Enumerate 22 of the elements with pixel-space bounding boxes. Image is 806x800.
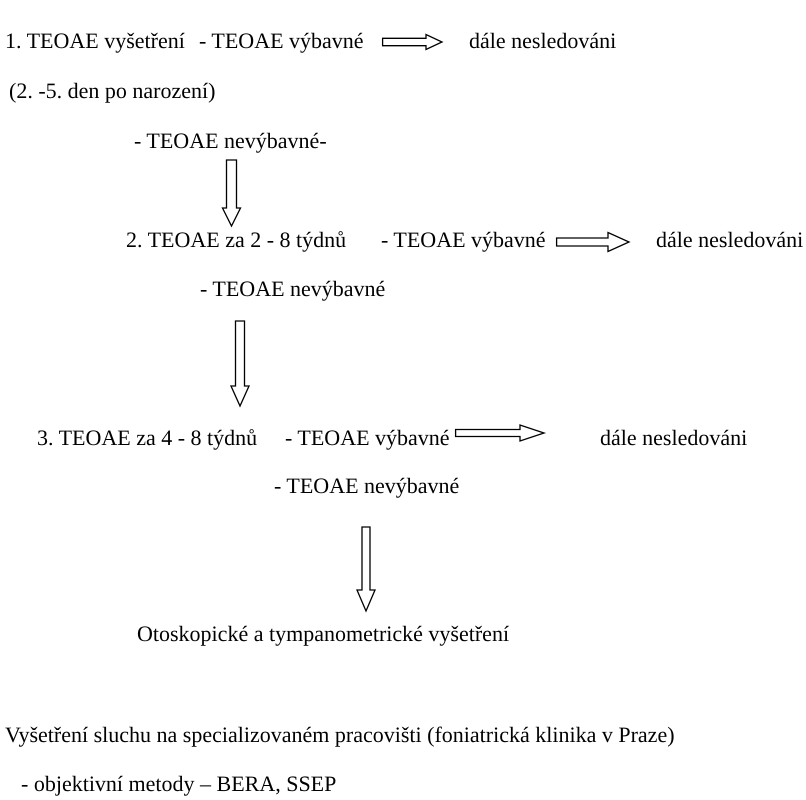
block-arrow [382, 33, 444, 51]
result-text: - TEOAE výbavné [285, 425, 450, 450]
timing-note: (2. -5. den po narození) [9, 78, 216, 103]
outcome-text: dále nesledováni [469, 28, 616, 53]
result-text: - TEOAE nevýbavné- [134, 128, 327, 153]
block-arrow [230, 320, 250, 408]
block-arrow [356, 526, 376, 613]
result-text: - TEOAE výbavné [199, 28, 364, 53]
outcome-text: dále nesledováni [656, 227, 804, 252]
exam-step-text: 3. TEOAE za 4 - 8 týdnů [37, 425, 258, 450]
exam-step-text: 1. TEOAE vyšetření [5, 28, 185, 53]
result-text: - TEOAE nevýbavné [274, 473, 460, 498]
block-arrow [556, 232, 631, 252]
exam-step-text: 2. TEOAE za 2 - 8 týdnů [126, 227, 346, 252]
result-text: - TEOAE výbavné [381, 227, 546, 252]
method-text: - objektivní metody – BERA, SSEP [21, 771, 336, 796]
block-arrow [221, 159, 242, 228]
exam-step-text: Otoskopické a tympanometrické vyšetření [137, 621, 510, 646]
referral-text: Vyšetření sluchu na specializovaném pracovišti (foniatrická klinika v Praze) [5, 722, 675, 747]
block-arrow [454, 424, 546, 442]
result-text: - TEOAE nevýbavné [200, 276, 386, 301]
outcome-text: dále nesledováni [600, 425, 748, 450]
